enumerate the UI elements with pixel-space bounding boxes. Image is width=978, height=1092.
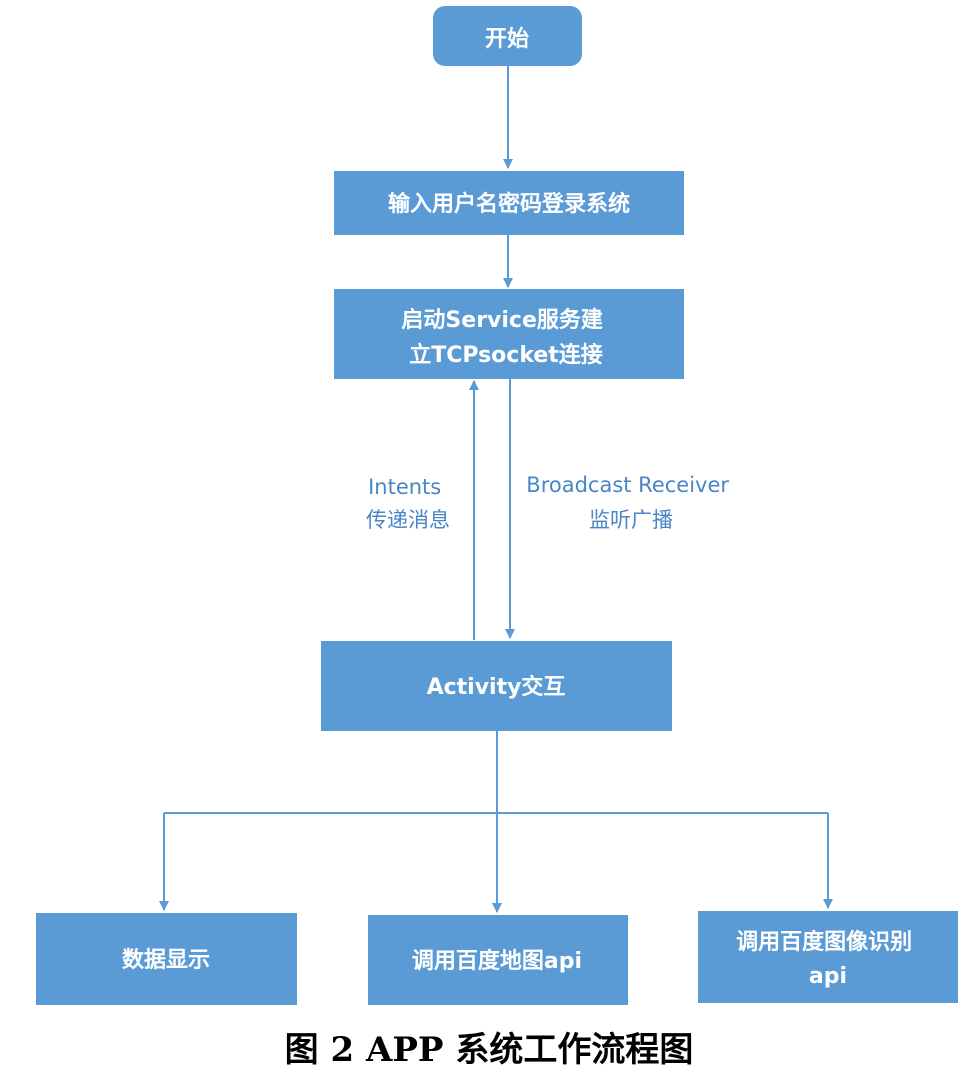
- node-start: 开始: [433, 6, 582, 66]
- flowchart: 开始 输入用户名密码登录系统 启动Service服务建 立TCPsocket连接…: [36, 6, 958, 1005]
- node-login-label: 输入用户名密码登录系统: [388, 191, 630, 217]
- edge-label-intents: Intents 传递消息: [366, 475, 450, 532]
- node-data-display: 数据显示: [36, 913, 297, 1005]
- node-service: 启动Service服务建 立TCPsocket连接: [334, 289, 684, 379]
- node-baidu-map-label: 调用百度地图api: [412, 948, 582, 974]
- node-data-display-label: 数据显示: [122, 947, 210, 973]
- node-baidu-map: 调用百度地图api: [368, 915, 628, 1005]
- node-service-label: 启动Service服务建 立TCPsocket连接: [401, 307, 610, 368]
- node-activity: Activity交互: [321, 641, 672, 731]
- node-baidu-image-label: 调用百度图像识别 api: [736, 929, 920, 989]
- node-baidu-image: 调用百度图像识别 api: [698, 911, 958, 1003]
- edge-label-broadcast: Broadcast Receiver 监听广播: [526, 473, 735, 532]
- node-login: 输入用户名密码登录系统: [334, 171, 684, 235]
- figure-caption: 图 2 APP 系统工作流程图: [284, 1030, 694, 1070]
- node-activity-label: Activity交互: [427, 674, 566, 700]
- node-start-label: 开始: [485, 26, 529, 52]
